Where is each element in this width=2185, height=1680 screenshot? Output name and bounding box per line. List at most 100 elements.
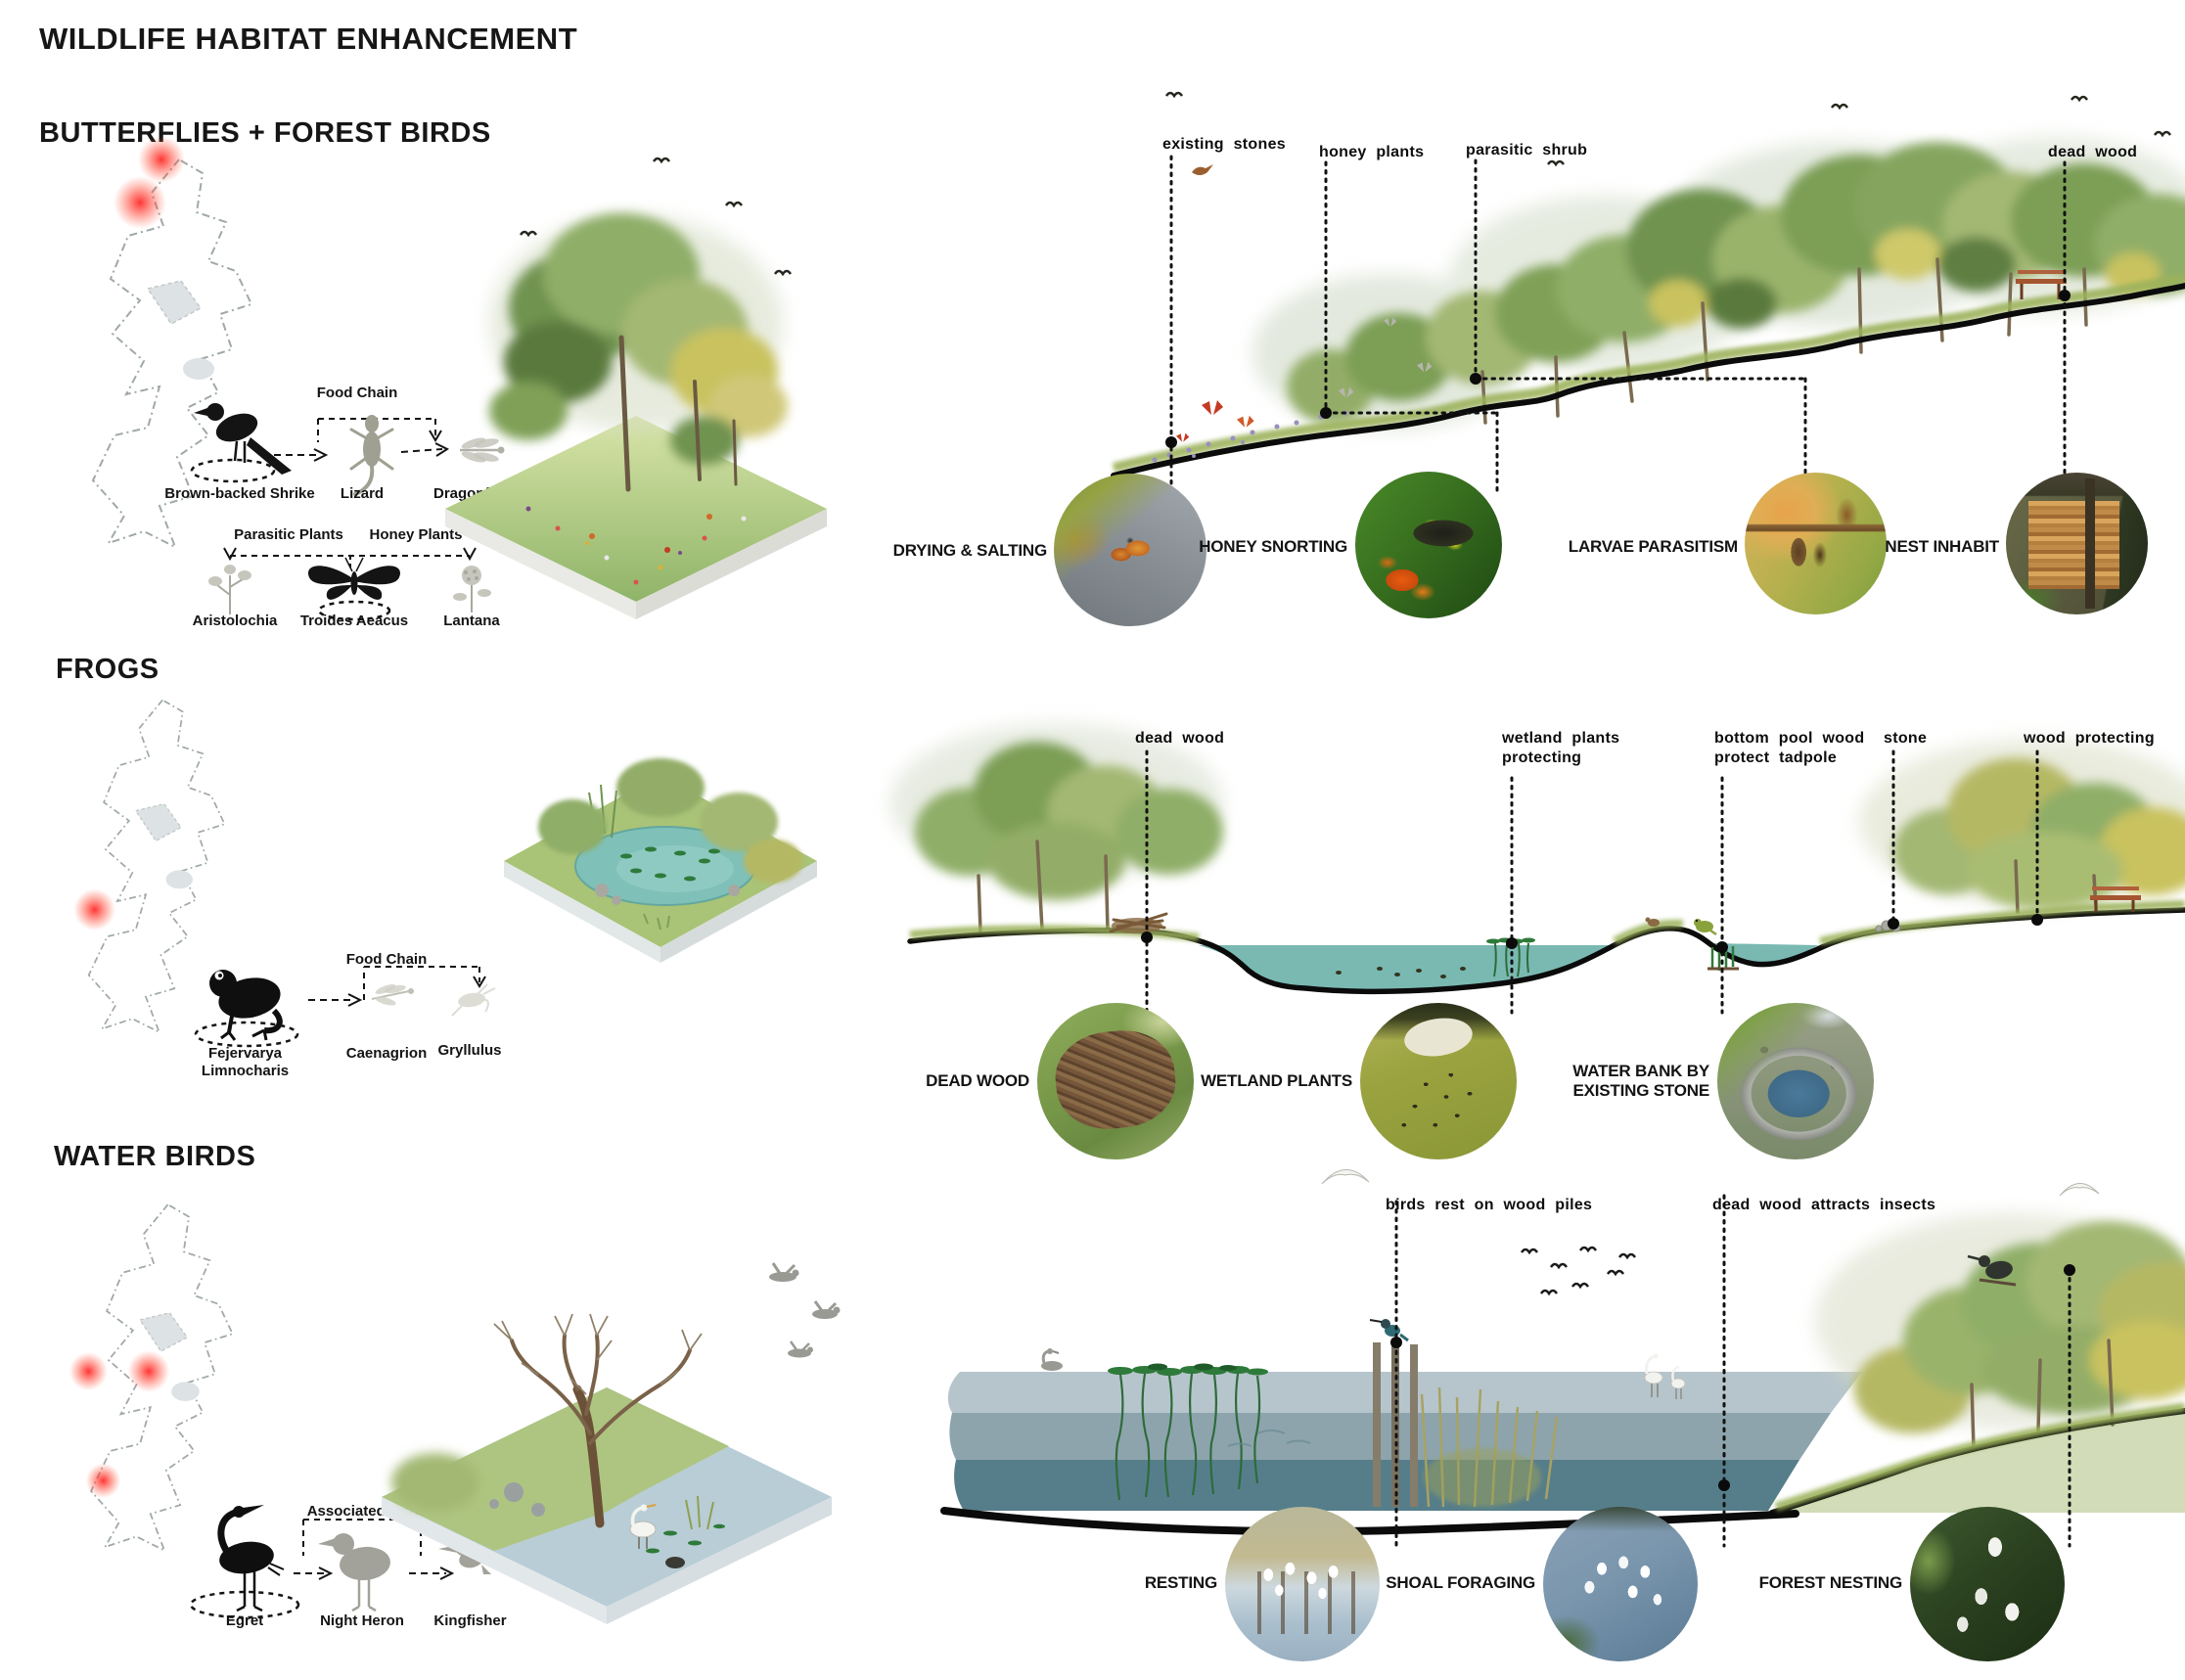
water-band-mid — [949, 1413, 1831, 1460]
map-outline — [89, 1203, 234, 1553]
butterfly-accents — [589, 514, 712, 553]
flying-ducks — [769, 1262, 841, 1358]
tree-trunks — [1970, 1339, 2115, 1450]
food-chain-title: Food Chain — [316, 385, 398, 401]
section-header-frogs: FROGS — [56, 654, 159, 685]
water-bottom-line — [940, 1507, 1799, 1536]
section-header-butterflies-forest-birds: BUTTERFLIES + FOREST BIRDS — [39, 117, 491, 149]
callout-stone: stone — [1884, 730, 1928, 747]
tadpoles — [1336, 967, 1466, 978]
lizard-icon — [349, 415, 394, 496]
photo-honey-snorting — [1355, 472, 1502, 618]
species-label-troides-aeacus: Troides Aeacus — [299, 613, 409, 629]
butterfly-icon — [308, 557, 400, 600]
plant-chain-left-label: Parasitic Plants — [234, 526, 343, 543]
photo-label-dead-wood: DEAD WOOD — [926, 1071, 1029, 1090]
aristolochia-plant-icon — [208, 565, 251, 614]
dark-bird — [665, 1557, 685, 1568]
species-label-gryllulus: Gryllulus — [437, 1042, 502, 1059]
dashed-arrow — [274, 448, 329, 462]
water-band-surface — [947, 1372, 1862, 1413]
callout-birds-rest: birds rest on wood piles — [1386, 1197, 1593, 1213]
map-inner-area — [183, 358, 214, 380]
right-bank — [1768, 1409, 2185, 1513]
site-map-frogs — [73, 699, 226, 1034]
bush — [391, 1453, 479, 1512]
iso-side — [636, 509, 827, 619]
bench — [2016, 270, 2067, 299]
egret-icon — [217, 1505, 285, 1612]
photo-nest-inhabit — [2006, 473, 2148, 614]
callout-wood-protecting: wood protecting — [2024, 730, 2155, 747]
stone-shape — [1401, 1014, 1476, 1062]
photo-label-drying-salting: DRYING & SALTING — [892, 541, 1048, 560]
perched-bird — [1192, 164, 1213, 175]
iso-side — [382, 1497, 607, 1624]
callout-dead-wood: dead wood — [1135, 730, 1225, 747]
callout-dead-wood-insects: dead wood attracts insects — [1712, 1197, 1936, 1213]
site-map-butterflies — [91, 136, 253, 550]
iso-side — [660, 861, 817, 963]
map-inner-area — [146, 280, 203, 325]
damselfly-icon — [371, 984, 414, 1006]
bench — [2090, 886, 2141, 912]
callout-honey-plants: honey plants — [1319, 144, 1425, 160]
kingfisher-on-post — [1369, 1319, 1409, 1342]
iso-side — [607, 1497, 832, 1624]
species-label-kingfisher: Kingfisher — [433, 1612, 507, 1629]
egret-figure — [629, 1504, 657, 1549]
habitat-hotspot-marker — [85, 1463, 121, 1499]
cricket-icon — [451, 983, 496, 1017]
map-inner-area — [165, 870, 193, 889]
callout-dots — [1141, 914, 2043, 953]
dragonfly-icon — [460, 437, 505, 463]
cross-section-waterbirds — [940, 1169, 2185, 1548]
pond-bushes — [538, 758, 802, 883]
species-label-egret: Egret — [225, 1612, 264, 1629]
site-map-water-birds — [68, 1203, 234, 1553]
habitat-hotspot-marker — [68, 1351, 108, 1391]
species-label-caenagrion: Caenagrion — [345, 1045, 428, 1062]
page-title: WILDLIFE HABITAT ENHANCEMENT — [39, 22, 578, 56]
arrowhead — [473, 976, 486, 988]
dashed-arrow — [308, 993, 363, 1007]
arrowhead — [429, 430, 442, 442]
underwater-shadows — [1227, 1430, 1311, 1447]
night-heron-in-tree — [1967, 1254, 2017, 1287]
photo-label-nest-inhabit: NEST INHABIT — [1885, 537, 1999, 556]
species-label-shrike: Brown-backed Shrike — [164, 485, 315, 502]
grass-tufts — [643, 913, 670, 931]
photo-dead-wood — [1037, 1003, 1194, 1159]
isometric-forest-habitat — [445, 157, 827, 619]
cross-section-forest — [1111, 91, 2185, 496]
pond-rocks — [595, 884, 740, 905]
tree-canopy-group — [1854, 1221, 2185, 1433]
dead-wood-pile — [1109, 912, 1168, 933]
lily-pads — [646, 1523, 725, 1554]
callout-dots — [1390, 1264, 2075, 1491]
map-outline — [87, 699, 226, 1034]
night-heron-icon — [318, 1533, 390, 1612]
habitat-hotspot-marker — [73, 888, 116, 931]
cross-section-pond — [890, 724, 2185, 1015]
photo-label-shoal-foraging: SHOAL FORAGING — [1386, 1573, 1535, 1592]
tree-trunks — [618, 335, 738, 492]
photo-forest-nesting — [1910, 1507, 2065, 1661]
dashed-bracket — [363, 966, 480, 1000]
species-label-lantana: Lantana — [443, 613, 500, 629]
photo-label-larvae-parasitism: LARVAE PARASITISM — [1568, 537, 1738, 556]
callout-bottom-pool-wood: bottom pool wood protect tadpole — [1714, 730, 1865, 766]
photo-shoal-foraging — [1543, 1507, 1698, 1661]
food-chain-title: Food Chain — [345, 951, 428, 968]
photo-label-resting: RESTING — [1144, 1573, 1217, 1592]
photo-larvae-parasitism — [1745, 473, 1887, 614]
callout-lines — [1169, 155, 2067, 496]
wood-posts — [1373, 1339, 1418, 1507]
dead-tree — [493, 1313, 703, 1528]
species-label-aristolochia: Aristolochia — [192, 613, 278, 629]
species-label-fejervarya: Fejervarya Limnocharis — [201, 1045, 290, 1079]
grass-band — [1112, 273, 2185, 473]
iso-side — [504, 861, 660, 963]
flying-egret — [1321, 1169, 1370, 1185]
